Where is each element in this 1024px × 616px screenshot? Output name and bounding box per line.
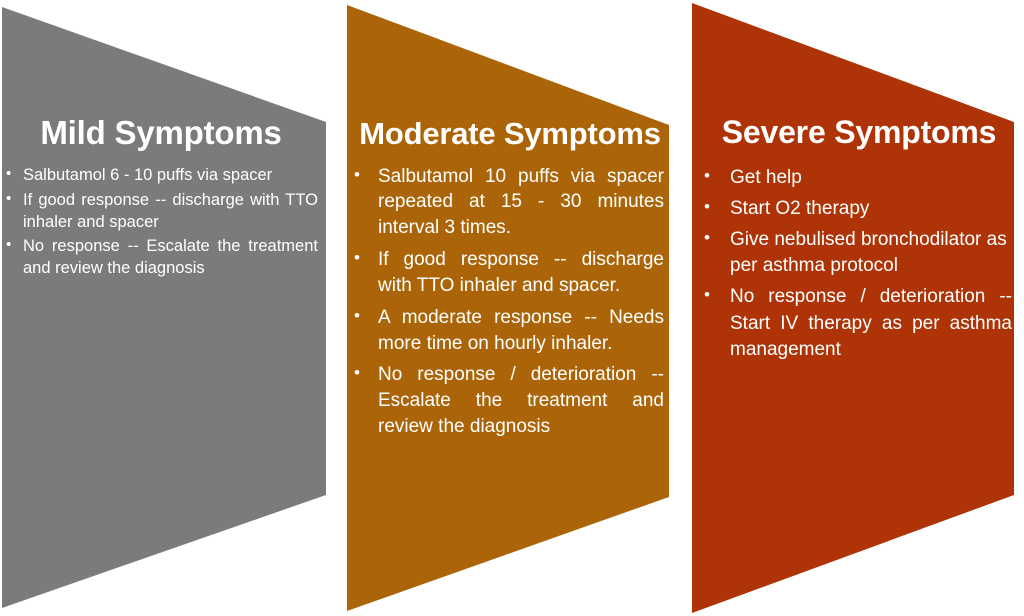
- chevron-shape-mild: [2, 7, 326, 608]
- bullet-text: No response / deterioration -- Start IV …: [730, 286, 1012, 360]
- panel-severe-content: Severe Symptoms Get help Start O2 therap…: [704, 114, 1014, 368]
- bullet-text: Get help: [730, 166, 802, 188]
- list-item: If good response -- discharge with TTO i…: [6, 189, 322, 234]
- list-item: Salbutamol 6 - 10 puffs via spacer: [6, 164, 322, 187]
- list-item: Salbutamol 10 puffs via spacer repeated …: [354, 163, 666, 241]
- list-item: Start O2 therapy: [704, 195, 1014, 222]
- panel-mild-bullet-list: Salbutamol 6 - 10 puffs via spacer If go…: [6, 164, 322, 281]
- bullet-text: If good response -- discharge with TTO i…: [23, 190, 318, 231]
- list-item: No response / deterioration -- Start IV …: [704, 283, 1014, 363]
- list-item: No response -- Escalate the treatment an…: [6, 235, 322, 280]
- list-item: If good response -- discharge with TTO i…: [354, 246, 666, 299]
- panel-mild-title: Mild Symptoms: [40, 114, 282, 151]
- list-item: Give nebulised bronchodilator as per ast…: [704, 226, 1014, 279]
- bullet-text: A moderate response -- Needs more time o…: [378, 306, 664, 354]
- list-item: A moderate response -- Needs more time o…: [354, 304, 666, 357]
- list-item: Get help: [704, 164, 1014, 191]
- bullet-text: Salbutamol 10 puffs via spacer repeated …: [378, 165, 664, 239]
- panel-severe-symptoms[interactable]: Severe Symptoms Get help Start O2 therap…: [690, 0, 1020, 616]
- panel-moderate-title: Moderate Symptoms: [359, 116, 661, 151]
- panel-severe-bullet-list: Get help Start O2 therapy Give nebulised…: [704, 164, 1014, 364]
- list-item: No response / deterioration -- Escalate …: [354, 361, 666, 439]
- panel-moderate-bullet-list: Salbutamol 10 puffs via spacer repeated …: [354, 163, 666, 440]
- panel-mild-content: Mild Symptoms Salbutamol 6 - 10 puffs vi…: [6, 114, 322, 283]
- bullet-text: No response -- Escalate the treatment an…: [23, 237, 318, 278]
- bullet-text: Give nebulised bronchodilator as per ast…: [730, 229, 1007, 277]
- panel-severe-title: Severe Symptoms: [721, 114, 997, 150]
- bullet-text: If good response -- discharge with TTO i…: [378, 249, 664, 296]
- bullet-text: Start O2 therapy: [730, 197, 870, 219]
- panel-moderate-symptoms[interactable]: Moderate Symptoms Salbutamol 10 puffs vi…: [344, 0, 674, 616]
- bullet-text: No response / deterioration -- Escalate …: [378, 364, 664, 437]
- panel-moderate-content: Moderate Symptoms Salbutamol 10 puffs vi…: [354, 116, 666, 446]
- panel-mild-symptoms[interactable]: Mild Symptoms Salbutamol 6 - 10 puffs vi…: [0, 0, 330, 616]
- bullet-text: Salbutamol 6 - 10 puffs via spacer: [23, 165, 273, 184]
